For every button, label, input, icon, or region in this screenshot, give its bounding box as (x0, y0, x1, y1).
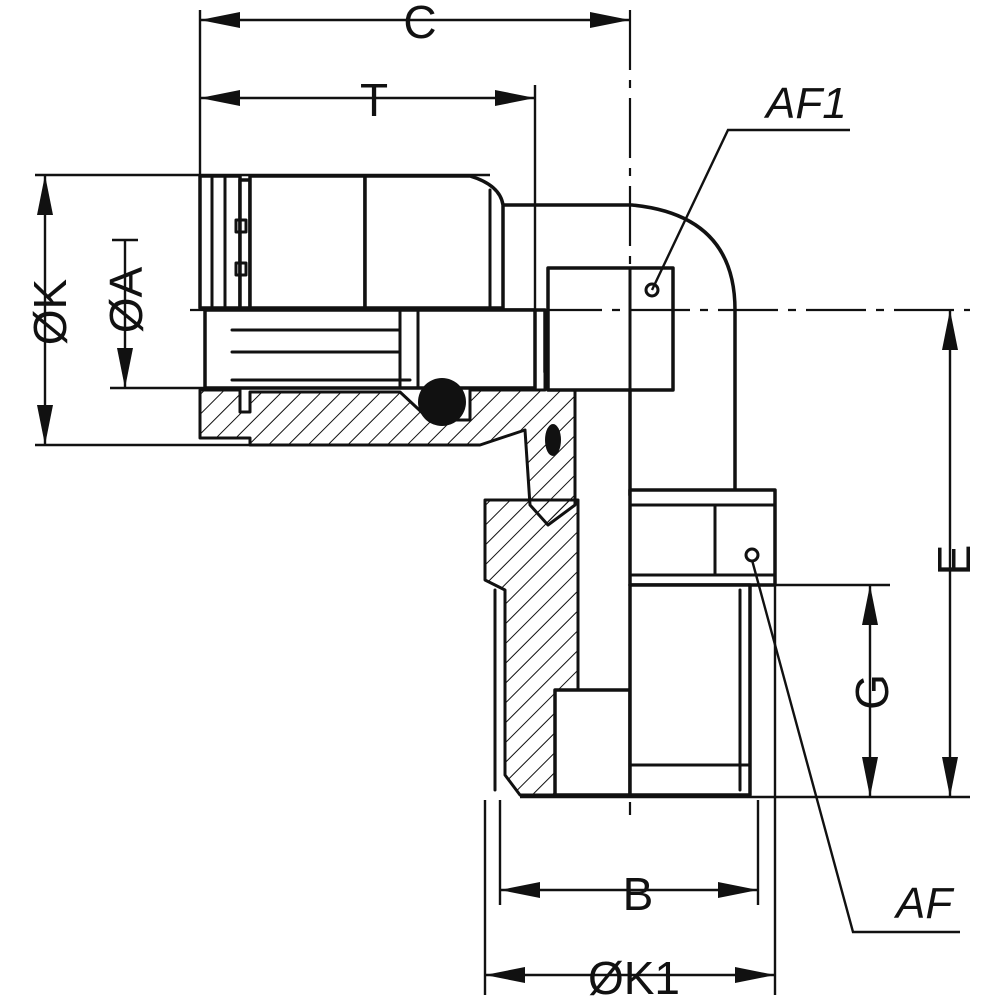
tube-inner (203, 308, 537, 390)
label-af1: AF1 (763, 79, 847, 128)
housing-section (198, 370, 577, 527)
base-bore (553, 688, 632, 797)
label-g: G (846, 674, 898, 710)
label-t: T (360, 74, 388, 126)
centerlines (190, 10, 970, 815)
label-c: C (403, 0, 436, 48)
label-ok: ØK (24, 278, 76, 345)
dimension-labels: C T AF1 ØK ØA E G B AF ØK1 (24, 0, 980, 1000)
af1-point (644, 282, 660, 298)
sleeve-body (248, 174, 367, 310)
label-af: AF (893, 879, 954, 928)
label-oa: ØA (100, 266, 152, 333)
label-b: B (623, 868, 654, 920)
push-in-collet (198, 174, 242, 310)
af-leader (750, 559, 960, 934)
seal-ring (545, 424, 561, 456)
sleeve-end (363, 174, 505, 310)
af1-leader (650, 128, 850, 291)
dimension-lines (37, 12, 960, 983)
fitting-body (198, 174, 777, 797)
base-outer (628, 583, 752, 797)
label-ok1: ØK1 (588, 952, 680, 1000)
o-ring (418, 378, 466, 426)
label-e: E (928, 545, 980, 576)
